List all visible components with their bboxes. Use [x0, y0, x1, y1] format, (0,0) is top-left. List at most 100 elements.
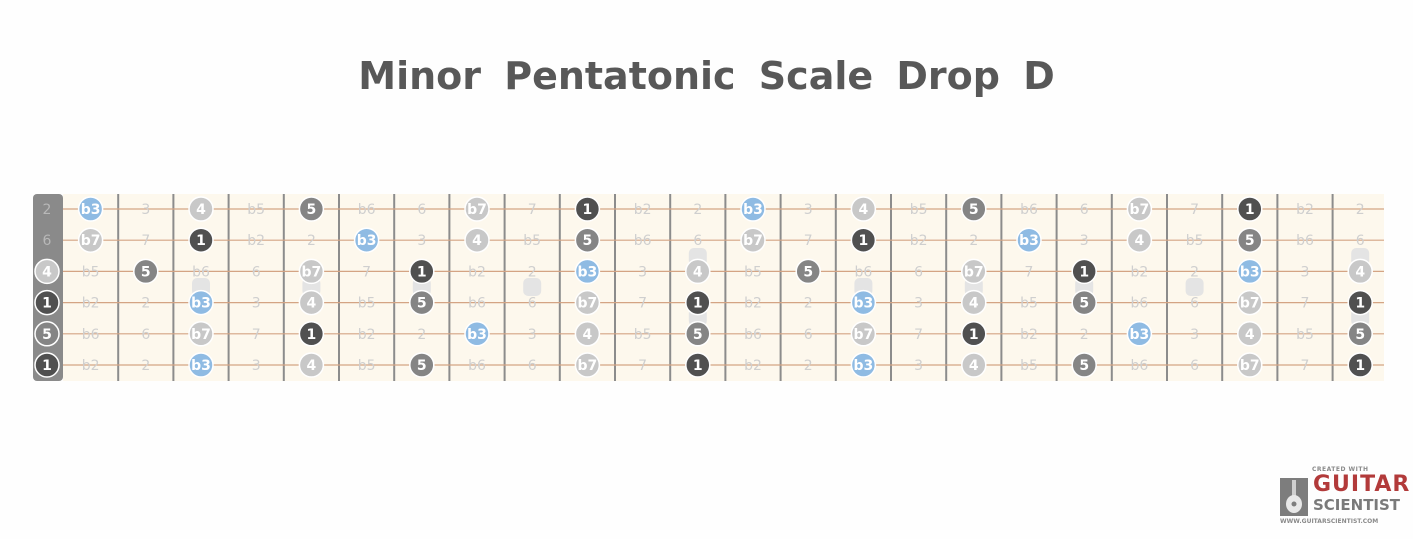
inactive-note: b5: [634, 327, 652, 343]
scale-note: b7: [961, 258, 987, 285]
note-dot: [77, 196, 104, 222]
scale-note: 5: [133, 258, 159, 285]
scale-note: 4: [1126, 227, 1153, 253]
inactive-note: b5: [358, 358, 376, 374]
scale-note: b7: [1237, 352, 1263, 378]
inactive-note: 7: [638, 296, 647, 312]
inactive-note: 2: [804, 358, 813, 374]
open-string-note: 1: [34, 289, 60, 316]
note-label: b3: [191, 296, 211, 312]
note-label: 5: [417, 296, 427, 312]
note-label: b3: [1019, 233, 1039, 249]
inactive-note: 7: [638, 358, 647, 374]
inactive-note: 6: [693, 233, 702, 249]
note-label: 1: [1355, 358, 1365, 374]
note-label: b7: [578, 296, 598, 312]
note-dot: [188, 227, 214, 253]
scale-note: 5: [574, 227, 601, 253]
logo-scientist-text: SCIENTIST: [1313, 496, 1401, 514]
note-dot: [298, 289, 325, 316]
note-label: 5: [307, 202, 317, 218]
inactive-note: b6: [468, 358, 486, 374]
note-dot: [1071, 352, 1097, 378]
inactive-note: b5: [82, 264, 100, 280]
inactive-note: 7: [914, 327, 923, 343]
scale-note: b7: [740, 227, 766, 253]
scale-note: 4: [961, 289, 987, 316]
note-label: 1: [307, 327, 317, 343]
logo-created-with: CREATED WITH: [1312, 466, 1369, 473]
note-label: 1: [1245, 202, 1255, 218]
note-label: 5: [969, 202, 979, 218]
inactive-note: 7: [252, 327, 261, 343]
note-dot: [1237, 289, 1263, 316]
note-label: 5: [1355, 327, 1365, 343]
note-dot: [685, 258, 711, 285]
inactive-note: b2: [910, 233, 928, 249]
scale-note: 4: [850, 196, 877, 222]
inactive-note: 3: [1301, 264, 1310, 280]
scale-note: 1: [1237, 196, 1263, 222]
scale-note: b7: [1126, 196, 1153, 222]
inactive-note: b6: [1020, 202, 1038, 218]
scale-note: 4: [1237, 321, 1263, 347]
note-dot: [574, 352, 601, 378]
note-dot: [740, 227, 766, 253]
scale-note: 5: [1071, 352, 1097, 378]
note-label: b3: [854, 296, 874, 312]
inactive-note: 3: [528, 327, 537, 343]
inactive-note: 3: [141, 202, 150, 218]
scale-note: b3: [850, 352, 877, 378]
scale-note: 4: [298, 289, 325, 316]
scale-note: 1: [685, 289, 711, 316]
scale-note: 1: [1071, 258, 1097, 285]
inactive-note: b2: [468, 264, 486, 280]
inactive-note: b6: [744, 327, 762, 343]
inactive-note: b2: [1296, 202, 1314, 218]
inactive-note: 7: [141, 233, 150, 249]
inactive-note: b5: [1020, 358, 1038, 374]
inactive-note: 3: [638, 264, 647, 280]
note-dot: [850, 289, 877, 316]
note-label: b3: [191, 358, 211, 374]
note-dot: [1126, 196, 1153, 222]
scale-note: 1: [685, 352, 711, 378]
inactive-note: b5: [523, 233, 541, 249]
inactive-note: 6: [1080, 202, 1089, 218]
note-label: 1: [859, 233, 869, 249]
note-dot: [298, 258, 325, 285]
inactive-note: 3: [914, 296, 923, 312]
note-dot: [1347, 352, 1373, 378]
note-dot: [740, 196, 766, 222]
inactive-note: 3: [1190, 327, 1199, 343]
inactive-note: b5: [1020, 296, 1038, 312]
note-dot: [1237, 321, 1263, 347]
open-string-note: 5: [34, 321, 60, 347]
note-label: 1: [417, 264, 427, 280]
inactive-note: b2: [247, 233, 265, 249]
note-label: b7: [302, 264, 322, 280]
scale-note: 4: [685, 258, 711, 285]
inactive-note: b6: [468, 296, 486, 312]
inactive-note: b6: [1131, 296, 1149, 312]
note-dot: [464, 321, 490, 347]
scale-note: 4: [1347, 258, 1373, 285]
inactive-note: 6: [1356, 233, 1365, 249]
note-dot: [850, 196, 877, 222]
scale-note: 5: [685, 321, 711, 347]
inactive-note: 6: [417, 202, 426, 218]
note-label: 4: [969, 358, 979, 374]
note-dot: [850, 227, 877, 253]
note-label: 1: [42, 358, 52, 374]
note-label: b7: [191, 327, 211, 343]
note-label: 5: [693, 327, 703, 343]
note-dot: [1126, 227, 1153, 253]
note-dot: [464, 196, 490, 222]
inactive-note: b5: [358, 296, 376, 312]
scale-note: 5: [795, 258, 821, 285]
note-dot: [34, 321, 60, 347]
inactive-note: 6: [914, 264, 923, 280]
inactive-note: 7: [528, 202, 537, 218]
scale-note: b3: [740, 196, 766, 222]
fret-inlay: [1185, 278, 1204, 296]
